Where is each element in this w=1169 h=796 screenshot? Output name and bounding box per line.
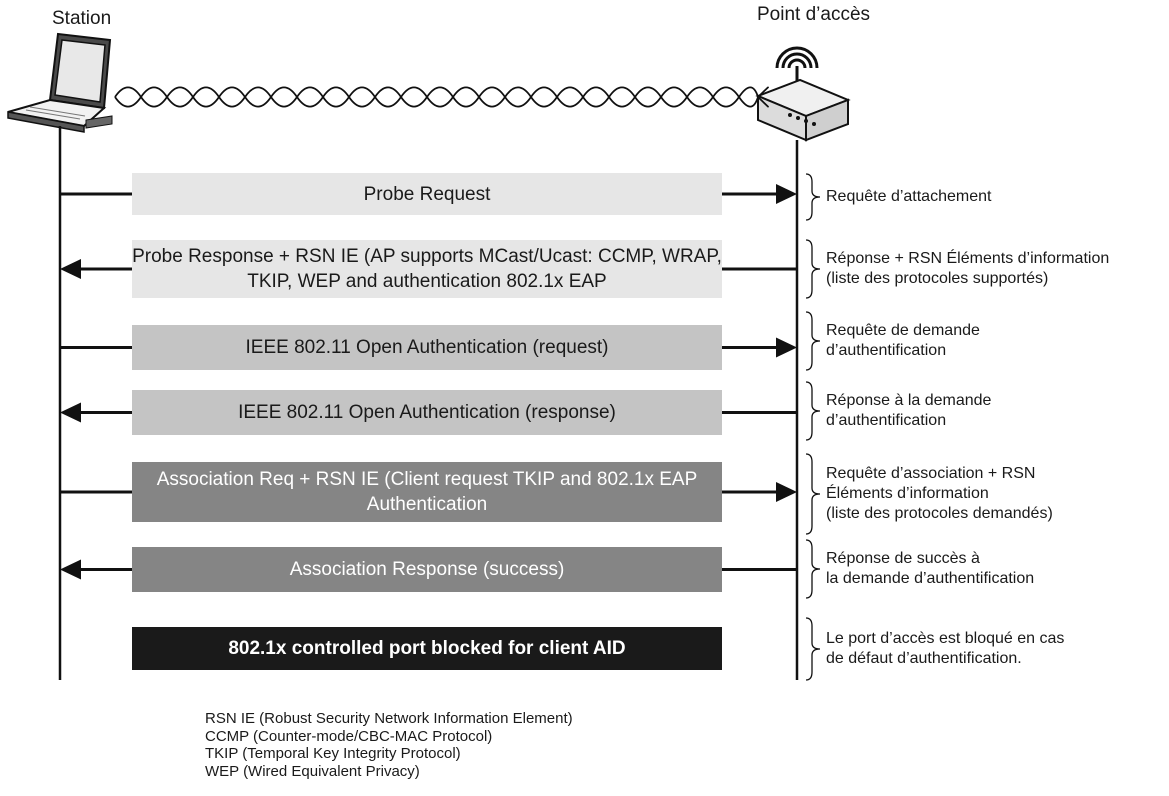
arrowhead-left: [60, 259, 81, 279]
arrowhead-left: [60, 559, 81, 580]
annotation-note: Réponse de succès à la demande d’authent…: [826, 550, 1035, 587]
message-box: 802.1x controlled port blocked for clien…: [132, 627, 722, 670]
annotation-note: Le port d’accès est bloqué en cas de déf…: [826, 630, 1065, 667]
arrowhead-left: [60, 402, 81, 423]
arrowhead-right: [776, 337, 797, 358]
laptop-icon: [7, 32, 113, 133]
curly-brace: [805, 173, 821, 221]
annotation-note: Requête de demande d’authentification: [826, 322, 980, 359]
message-box: Probe Response + RSN IE (AP supports MCa…: [132, 240, 722, 298]
message-box: Association Req + RSN IE (Client request…: [132, 462, 722, 522]
wireless-link-wave: [114, 86, 769, 108]
annotation-note: Requête d’attachement: [826, 188, 992, 205]
legend-item: CCMP (Counter-mode/CBC-MAC Protocol): [205, 727, 493, 745]
legend-item: TKIP (Temporal Key Integrity Protocol): [205, 745, 461, 762]
access-point-label: Point d’accès: [757, 4, 871, 25]
arrowhead-right: [776, 482, 797, 502]
station-label: Station: [52, 8, 112, 29]
curly-brace: [805, 239, 821, 299]
annotation-note: Réponse + RSN Éléments d’information (li…: [826, 250, 1110, 287]
annotation-note: Requête d’association + RSN Éléments d’i…: [826, 465, 1053, 522]
arrowhead-right: [776, 184, 797, 204]
message-box: IEEE 802.11 Open Authentication (respons…: [132, 390, 722, 435]
message-box: IEEE 802.11 Open Authentication (request…: [132, 325, 722, 370]
curly-brace: [805, 311, 821, 371]
message-box: Association Response (success): [132, 547, 722, 592]
legend-item: WEP (Wired Equivalent Privacy): [205, 762, 420, 780]
curly-brace: [805, 381, 821, 441]
legend: RSN IE (Robust Security Network Informat…: [205, 710, 573, 780]
access-point-icon: [755, 46, 851, 142]
curly-brace: [805, 539, 821, 599]
annotation-note: Réponse à la demande d’authentification: [826, 392, 992, 429]
message-box: Probe Request: [132, 173, 722, 215]
curly-brace: [805, 617, 821, 681]
legend-item: RSN IE (Robust Security Network Informat…: [205, 710, 573, 727]
curly-brace: [805, 453, 821, 535]
